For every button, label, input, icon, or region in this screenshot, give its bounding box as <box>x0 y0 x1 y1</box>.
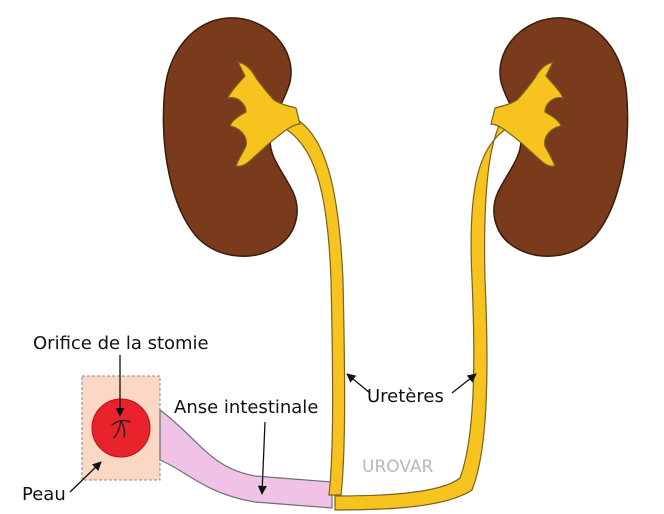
watermark: UROVAR <box>362 457 434 477</box>
arrow-ureter-right <box>452 374 476 393</box>
arrow-ureter-left <box>347 374 370 393</box>
right-ureter <box>335 114 516 510</box>
stoma <box>92 399 150 457</box>
label-intestinal-loop: Anse intestinale <box>174 397 318 418</box>
label-ureters: Uretères <box>367 386 444 407</box>
label-skin: Peau <box>22 484 66 505</box>
intestinal-loop <box>160 410 332 508</box>
left-ureter <box>275 114 345 495</box>
label-stoma-orifice: Orifice de la stomie <box>33 333 209 354</box>
